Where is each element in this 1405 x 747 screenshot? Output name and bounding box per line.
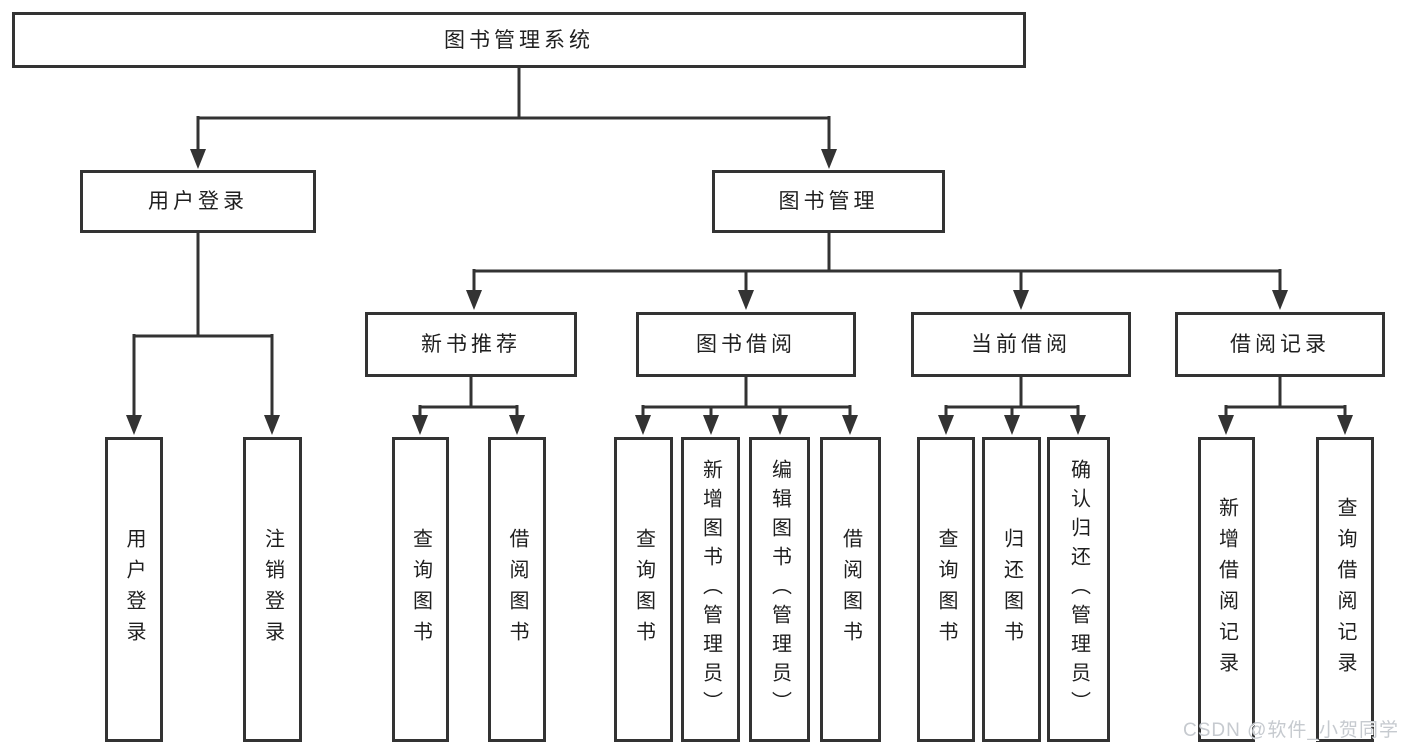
- leaf-label: 归还图书: [1000, 527, 1023, 652]
- leaf-query-books-borrow: 查询图书: [614, 437, 673, 742]
- node-root: 图书管理系统: [12, 12, 1026, 68]
- leaf-borrow-books: 借阅图书: [820, 437, 881, 742]
- leaf-query-books-recommend: 查询图书: [392, 437, 449, 742]
- node-book-borrow: 图书借阅: [636, 312, 856, 377]
- leaf-label: 新增借阅记录: [1215, 496, 1238, 683]
- leaf-label: 注销登录: [261, 527, 284, 652]
- leaf-logout: 注销登录: [243, 437, 302, 742]
- leaf-confirm-return-admin: 确认归还（管理员）: [1047, 437, 1110, 742]
- leaf-label: 查询图书: [409, 527, 432, 652]
- leaf-edit-books-admin: 编辑图书（管理员）: [749, 437, 810, 742]
- leaf-query-borrow-record: 查询借阅记录: [1316, 437, 1374, 742]
- arrowheads: [126, 149, 1353, 435]
- leaf-return-books: 归还图书: [982, 437, 1041, 742]
- node-root-label: 图书管理系统: [444, 28, 594, 52]
- node-current-borrow-label: 当前借阅: [971, 333, 1071, 356]
- leaf-label: 查询图书: [632, 527, 655, 652]
- leaf-borrow-books-recommend: 借阅图书: [488, 437, 546, 742]
- leaf-label: 借阅图书: [506, 527, 528, 652]
- node-new-book-recommend: 新书推荐: [365, 312, 577, 377]
- node-user-login: 用户登录: [80, 170, 316, 233]
- leaf-label: 编辑图书（管理员）: [768, 459, 791, 720]
- leaf-add-borrow-record: 新增借阅记录: [1198, 437, 1255, 742]
- leaf-add-books-admin: 新增图书（管理员）: [681, 437, 740, 742]
- leaf-label: 查询借阅记录: [1334, 496, 1356, 683]
- node-current-borrow: 当前借阅: [911, 312, 1131, 377]
- leaf-user-login: 用户登录: [105, 437, 163, 742]
- leaf-query-books-current: 查询图书: [917, 437, 975, 742]
- csdn-watermark: CSDN @软件_小贺同学: [1183, 720, 1399, 741]
- leaf-label: 借阅图书: [839, 527, 862, 652]
- leaf-label: 新增图书（管理员）: [699, 459, 722, 720]
- node-book-mgmt: 图书管理: [712, 170, 945, 233]
- node-borrow-records: 借阅记录: [1175, 312, 1385, 377]
- node-user-login-label: 用户登录: [148, 190, 248, 213]
- leaf-label: 查询图书: [935, 527, 957, 652]
- node-book-borrow-label: 图书借阅: [696, 333, 796, 356]
- node-book-mgmt-label: 图书管理: [778, 190, 879, 213]
- node-borrow-records-label: 借阅记录: [1230, 333, 1330, 356]
- leaf-label: 用户登录: [123, 527, 145, 652]
- node-new-book-recommend-label: 新书推荐: [421, 333, 521, 356]
- leaf-label: 确认归还（管理员）: [1067, 459, 1090, 720]
